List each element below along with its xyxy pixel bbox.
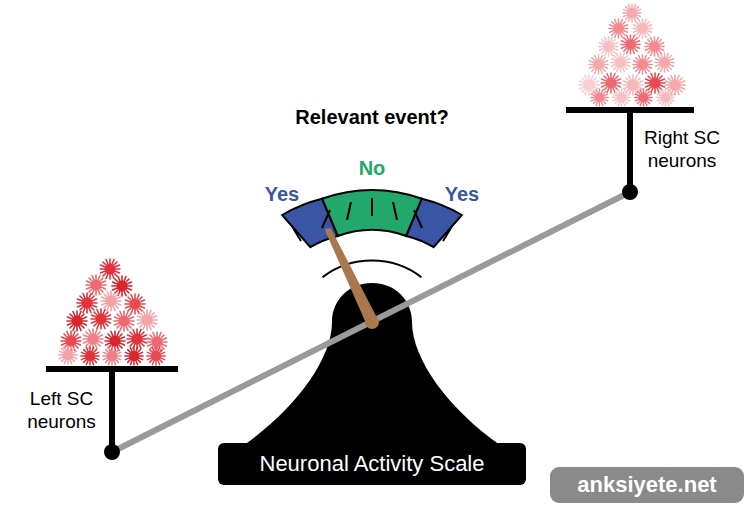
gauge [282, 190, 462, 277]
gauge-label: Yes [242, 182, 322, 206]
watermark-box: anksiyete.net [550, 467, 744, 503]
diagram-title: Relevant event? [222, 105, 522, 129]
left-neuron-pile [59, 259, 167, 365]
right-neuron-pile [579, 4, 685, 106]
pan-label: Left SC neurons [14, 388, 109, 434]
beam [112, 192, 630, 452]
gauge-label: Yes [422, 182, 502, 206]
scale-base: Neuronal Activity Scale [218, 443, 526, 485]
needle [326, 229, 377, 323]
gauge-label: No [332, 156, 412, 180]
node-text: Neuronal Activity Scale [260, 451, 485, 477]
node-text: anksiyete.net [577, 472, 716, 498]
pivot [365, 315, 379, 329]
pan-label: Right SC neurons [632, 127, 732, 173]
